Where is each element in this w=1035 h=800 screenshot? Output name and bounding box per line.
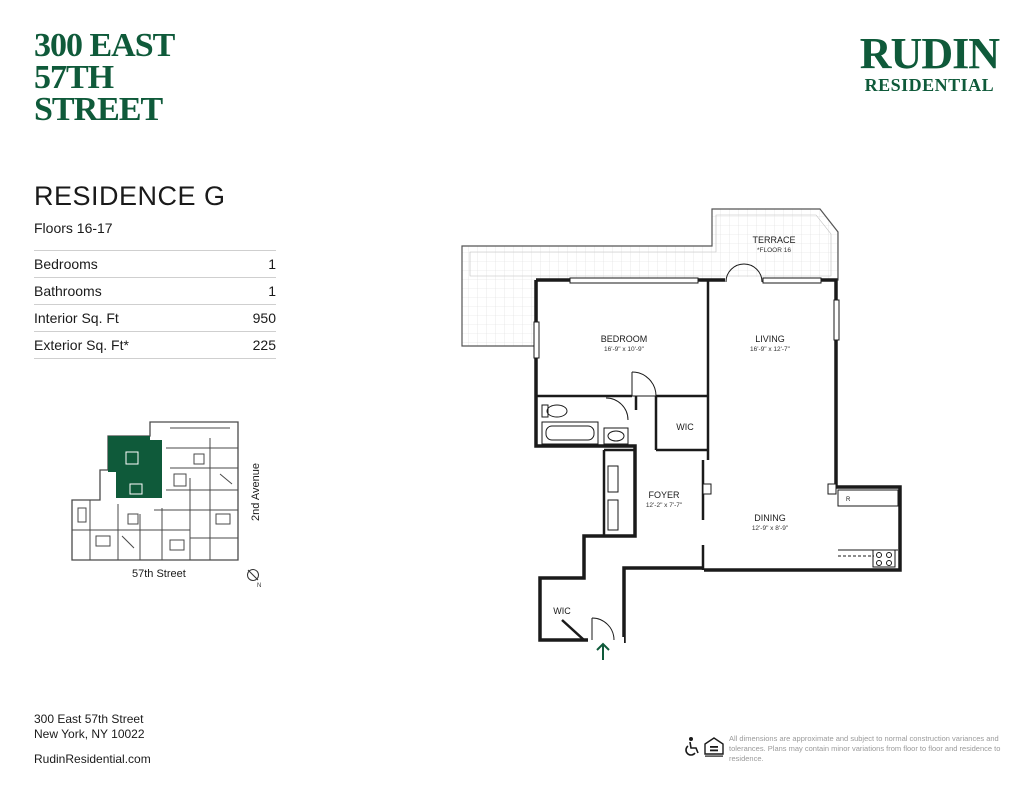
interior-walls (536, 280, 710, 642)
terrace-label: TERRACE (752, 235, 795, 245)
terrace-note: *FLOOR 16 (757, 247, 791, 254)
residence-name: RESIDENCE G (34, 181, 226, 211)
living-label: LIVING (755, 334, 785, 344)
spec-row-bedrooms: Bedrooms 1 (34, 251, 276, 278)
building-title-line: STREET (34, 91, 163, 128)
equal-housing-icon (704, 737, 724, 757)
spec-table: Bedrooms 1 Bathrooms 1 Interior Sq. Ft 9… (34, 250, 276, 359)
address-line-1: 300 East 57th Street (34, 712, 144, 726)
bathroom-fixtures (541, 404, 629, 445)
windows (533, 277, 840, 359)
residence-floors: Floors 16-17 (34, 220, 113, 236)
compliance-icons (685, 737, 724, 757)
wic-label-2: WIC (553, 606, 571, 616)
spec-label: Interior Sq. Ft (34, 310, 119, 326)
key-plan-street-label: 57th Street (132, 568, 186, 580)
building-title-line: 57TH (34, 59, 114, 96)
website-link[interactable]: RudinResidential.com (34, 752, 151, 766)
address-line-2: New York, NY 10022 (34, 727, 145, 741)
disclaimer-text: All dimensions are approximate and subje… (729, 734, 1001, 763)
doors (591, 263, 763, 641)
spec-label: Exterior Sq. Ft* (34, 337, 129, 353)
entry-arrow-icon (596, 642, 610, 660)
spec-value: 1 (268, 283, 276, 299)
rudin-logo: RUDIN RESIDENTIAL (859, 29, 1000, 96)
spec-value: 225 (252, 337, 276, 353)
brand-line-2: RESIDENTIAL (864, 75, 995, 95)
accessibility-icon (685, 737, 699, 756)
building-title: 300 EAST 57TH STREET (34, 27, 175, 128)
spec-row-exterior: Exterior Sq. Ft* 225 (34, 332, 276, 359)
dining-dims: 12'-9" x 8'-9" (752, 525, 789, 532)
spec-value: 950 (252, 310, 276, 326)
spec-value: 1 (268, 256, 276, 272)
foyer-dims: 12'-2" x 7'-7" (646, 502, 683, 509)
fridge-label: R (846, 497, 851, 503)
living-dims: 16'-9" x 12'-7" (750, 346, 791, 353)
wic-label-1: WIC (676, 422, 694, 432)
exterior-walls (534, 278, 902, 643)
dining-label: DINING (754, 513, 786, 523)
foyer-label: FOYER (648, 490, 680, 500)
address-block: 300 East 57th Street New York, NY 10022 (34, 712, 145, 742)
spec-row-interior: Interior Sq. Ft 950 (34, 305, 276, 332)
bedroom-label: BEDROOM (601, 334, 648, 344)
key-plan (71, 421, 239, 561)
kitchen-fixtures (837, 489, 899, 568)
building-title-line: 300 EAST (34, 27, 175, 64)
spec-label: Bedrooms (34, 256, 98, 272)
compass-icon: N (247, 569, 261, 589)
spec-row-bathrooms: Bathrooms 1 (34, 278, 276, 305)
brand-line-1: RUDIN (859, 29, 1000, 78)
spec-label: Bathrooms (34, 283, 102, 299)
bedroom-dims: 16'-9" x 10'-9" (604, 346, 645, 353)
compass-north-label: N (257, 583, 261, 589)
